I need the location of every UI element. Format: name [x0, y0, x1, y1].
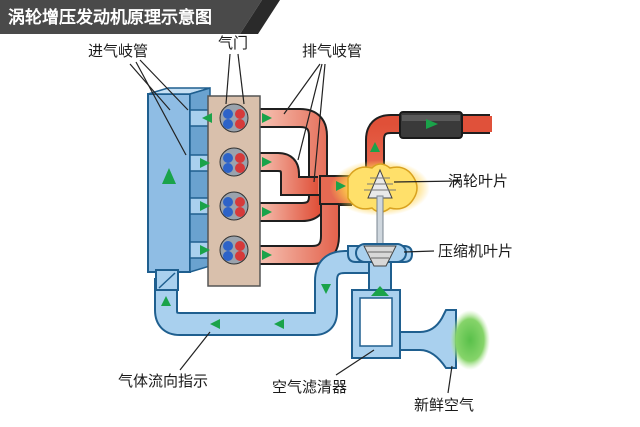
- label-compressor-blade: 压缩机叶片: [438, 242, 513, 260]
- leader-lines: [129, 53, 461, 394]
- label-turbine-blade: 涡轮叶片: [448, 172, 508, 190]
- label-exhaust-manifold: 排气岐管: [302, 42, 362, 60]
- label-fresh-air: 新鲜空气: [414, 396, 474, 414]
- turbo-shaft: [376, 195, 384, 247]
- exhaust-outlet-pipe: [365, 114, 492, 172]
- label-intake-manifold: 进气岐管: [88, 42, 148, 60]
- triangle-arrow-icon: [161, 113, 438, 329]
- intake-manifold-block: [147, 86, 213, 291]
- engine-block: [207, 95, 261, 287]
- fresh-air-glow: [450, 310, 490, 370]
- page-title: 涡轮增压发动机原理示意图: [8, 7, 212, 28]
- label-airflow-indicator: 气体流向指示: [118, 372, 208, 390]
- compressor-icon: [363, 245, 397, 267]
- valve-pair-icon: [223, 109, 245, 261]
- title-banner: 涡轮增压发动机原理示意图: [0, 0, 280, 34]
- label-valve: 气门: [218, 34, 248, 52]
- label-air-filter: 空气滤清器: [272, 378, 347, 396]
- air-filter-icon: [351, 289, 401, 359]
